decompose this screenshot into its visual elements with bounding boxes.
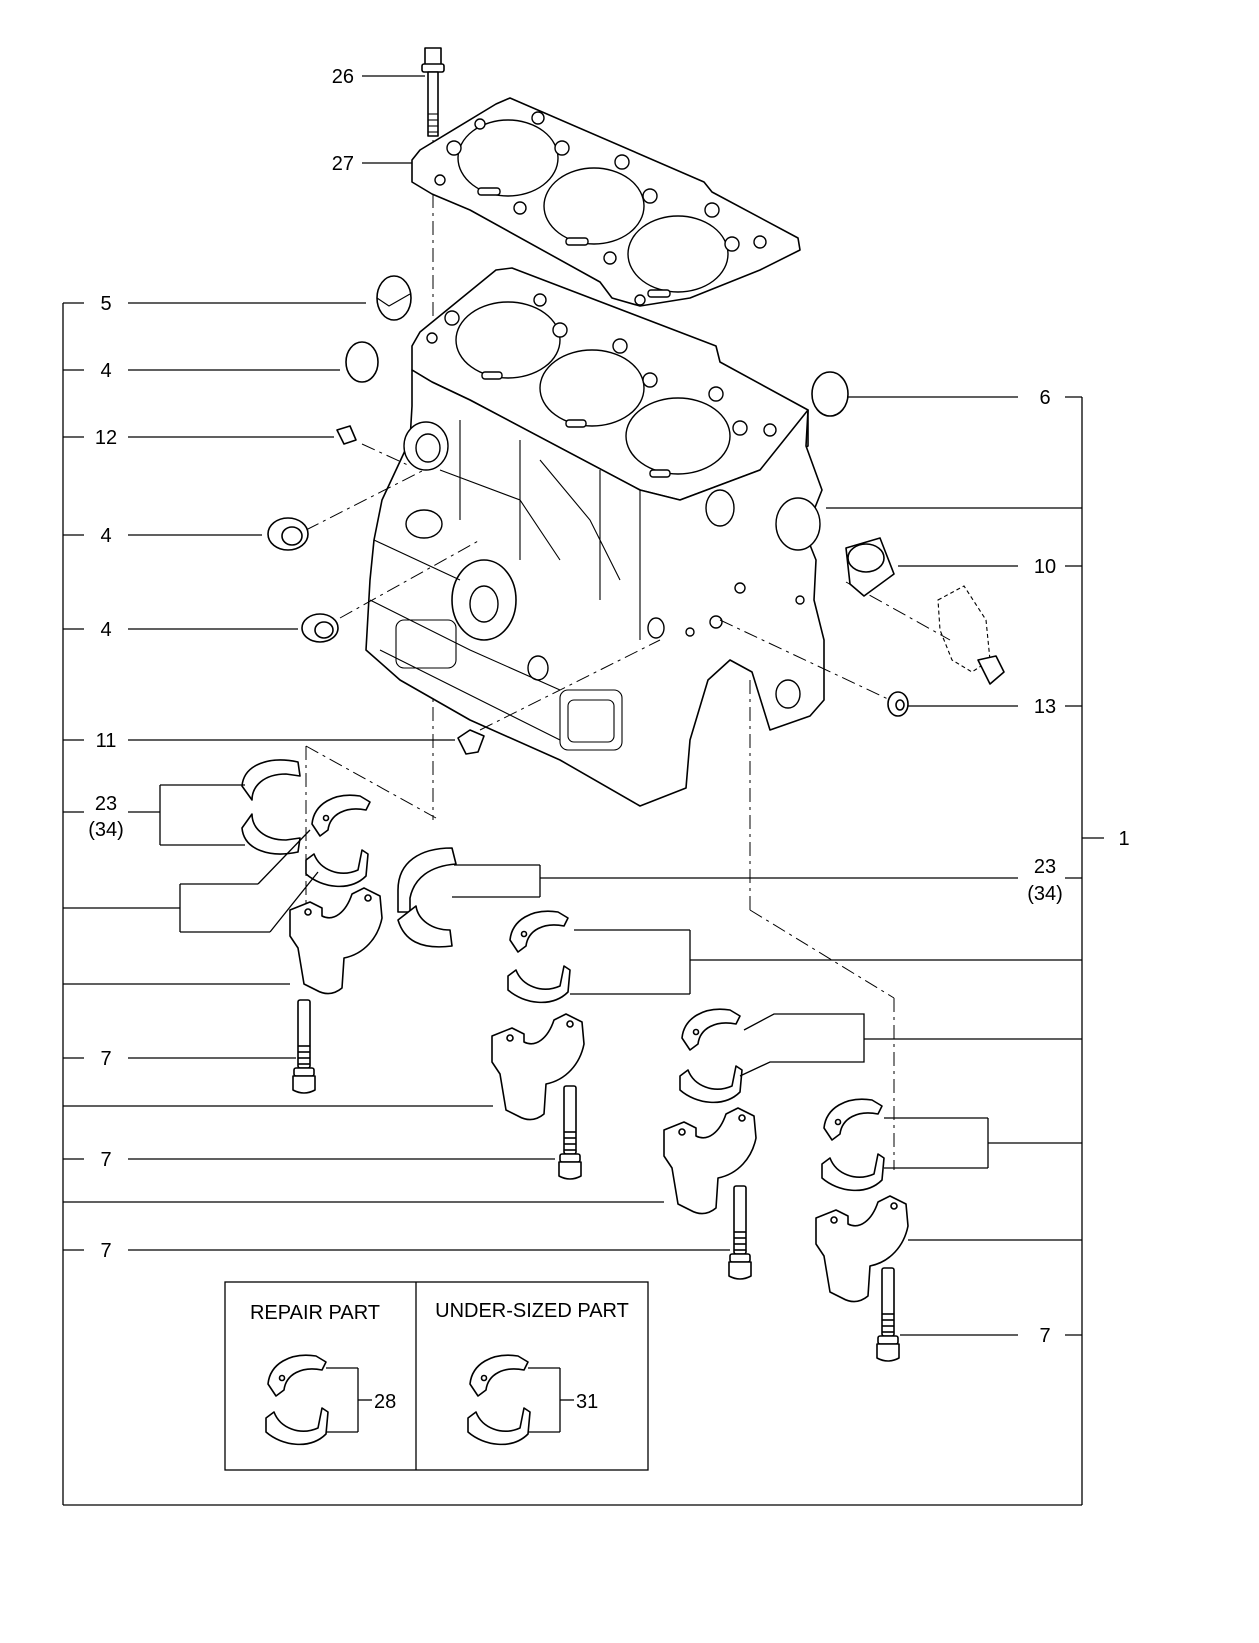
callout-12: 12: [95, 427, 117, 449]
callout-7-first: 7: [100, 1048, 111, 1070]
thrust-center-leaders: [452, 864, 541, 898]
cover-plate-part: [937, 585, 1005, 685]
seal-part-4-low: [301, 613, 339, 643]
seal-part-4-mid: [267, 517, 309, 551]
callout-34-left: (34): [88, 819, 124, 841]
plug-part-5: [376, 275, 412, 321]
callout-10: 10: [1034, 556, 1056, 578]
callout-6: 6: [1039, 387, 1050, 409]
bushing-part-10: [845, 537, 895, 597]
callout-28: 28: [374, 1391, 396, 1413]
bearing3-leaders: [739, 1013, 865, 1077]
main-bearing-cap-1: [289, 887, 383, 995]
thrust-washer-pair-left: [241, 759, 301, 855]
callout-5: 5: [100, 293, 111, 315]
callout-4-mid: 4: [100, 525, 111, 547]
plug-part-6: [811, 371, 849, 417]
callout-23-right: 23: [1034, 856, 1056, 878]
callout-7-second: 7: [100, 1149, 111, 1171]
main-bearing-lower-4: [821, 1153, 885, 1192]
bearing4-leaders: [884, 1117, 989, 1169]
plug-part-12: [336, 425, 357, 445]
bearing2-leaders: [570, 929, 691, 995]
main-bearing-upper-2: [509, 910, 569, 953]
seal-part-13: [887, 691, 909, 717]
repair-leaders: [326, 1367, 372, 1433]
head-bolt-part: [421, 47, 445, 137]
plug-part-4-top: [345, 341, 379, 383]
undersized-leaders: [528, 1367, 574, 1433]
callout-27: 27: [332, 153, 354, 175]
bearing1-leaders: [179, 829, 319, 933]
main-bearing-lower-3: [679, 1065, 743, 1104]
top-leader-lines: [362, 75, 425, 164]
main-bearing-upper-4: [823, 1098, 883, 1141]
thrust-washer-pair-center: [397, 847, 457, 948]
repair-part-title: REPAIR PART: [250, 1302, 380, 1324]
undersized-part-title: UNDER-SIZED PART: [435, 1300, 629, 1322]
callout-4-low: 4: [100, 619, 111, 641]
cap-bolt-3: [728, 1185, 752, 1280]
cap-bolt-2: [558, 1085, 582, 1180]
head-gasket-part: [411, 97, 801, 307]
callout-31: 31: [576, 1391, 598, 1413]
callout-11: 11: [96, 730, 117, 752]
callout-26: 26: [332, 66, 354, 88]
callout-13: 13: [1034, 696, 1056, 718]
cap-bolt-4: [876, 1267, 900, 1362]
left-bracket-lines: [62, 302, 1082, 1506]
main-bearing-lower-2: [507, 965, 571, 1004]
main-bearing-upper-3: [681, 1008, 741, 1051]
cap-bolt-1: [292, 999, 316, 1094]
callout-4-top: 4: [100, 360, 111, 382]
right-bracket-lines: [540, 396, 1104, 1505]
plug-part-11: [457, 729, 485, 755]
callout-23-left: 23: [95, 793, 117, 815]
thrust-left-leaders: [128, 784, 245, 846]
cylinder-block-part: [365, 267, 825, 807]
main-bearing-lower-1: [305, 849, 369, 888]
callout-1: 1: [1118, 828, 1129, 850]
callout-7-third: 7: [100, 1240, 111, 1262]
callout-7-fourth: 7: [1039, 1325, 1050, 1347]
callout-34-right: (34): [1027, 883, 1063, 905]
main-bearing-upper-1: [311, 794, 371, 837]
